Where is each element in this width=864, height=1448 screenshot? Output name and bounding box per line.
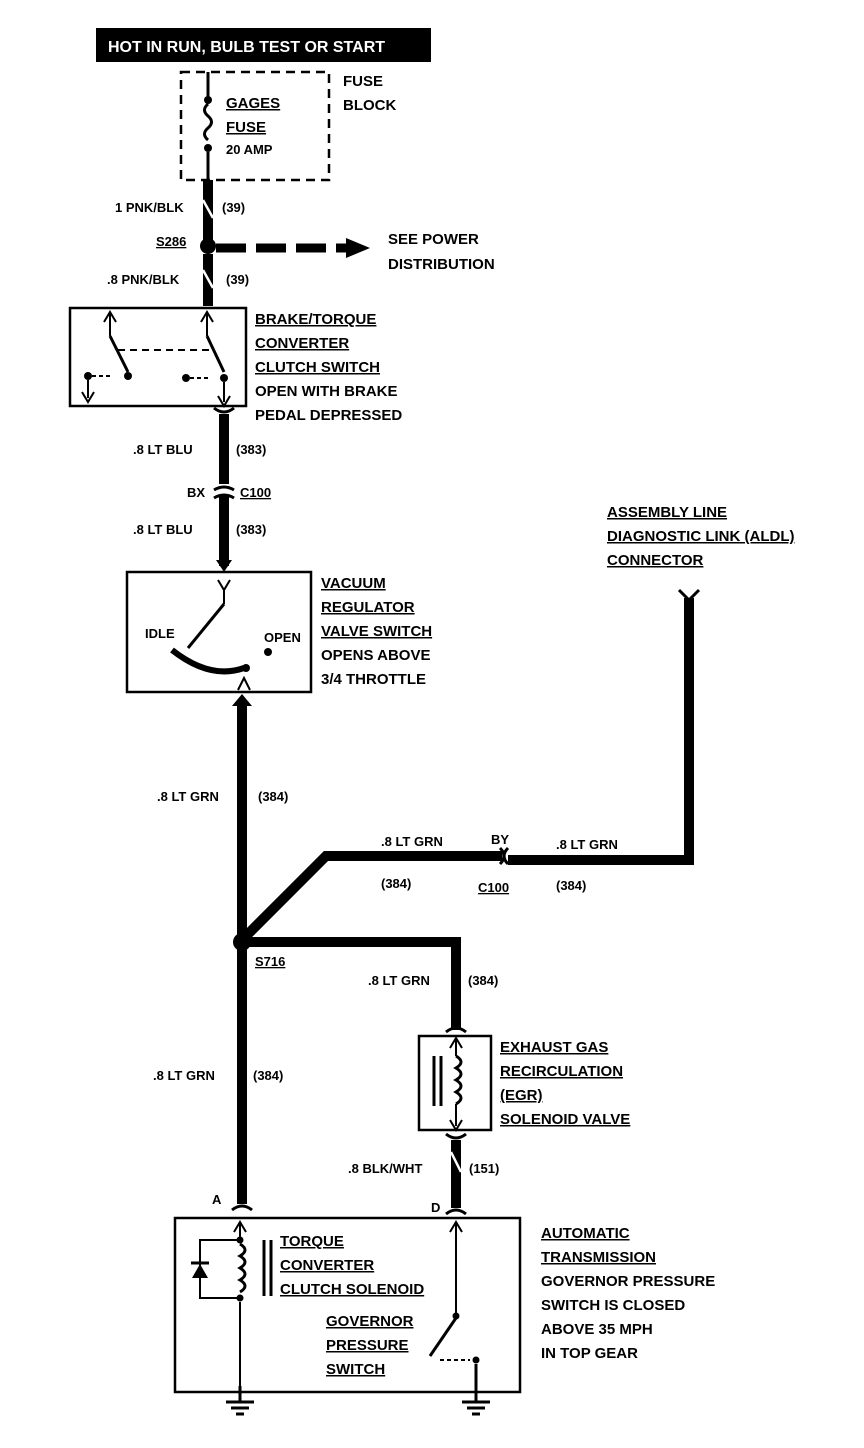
aldl-line1: ASSEMBLY LINE	[607, 504, 727, 521]
splice-s286: S286 SEE POWER DISTRIBUTION	[156, 231, 495, 273]
wire-pnk-blk-2: .8 PNK/BLK (39)	[107, 254, 249, 306]
diode-icon	[192, 1264, 208, 1278]
pin-d-label: D	[431, 1200, 440, 1215]
wire-circuit-10: (151)	[469, 1161, 499, 1176]
fuse-block-label-line1: FUSE	[343, 73, 383, 90]
egr-line1: EXHAUST GAS	[500, 1039, 608, 1056]
solenoid-line1: TORQUE	[280, 1233, 344, 1250]
egr-line4: SOLENOID VALVE	[500, 1111, 630, 1128]
vacuum-switch-line1: VACUUM	[321, 575, 386, 592]
governor-switch-blade	[428, 1317, 458, 1357]
vacuum-switch-line2: REGULATOR	[321, 599, 415, 616]
fuse-rating: 20 AMP	[226, 142, 273, 157]
wire-circuit-9: (384)	[468, 973, 498, 988]
egr-coil	[453, 1054, 463, 1106]
transmission-desc-line1: AUTOMATIC	[541, 1225, 630, 1242]
aldl-connector: ASSEMBLY LINE DIAGNOSTIC LINK (ALDL) CON…	[607, 504, 794, 603]
wire-label-2: .8 PNK/BLK	[107, 272, 180, 287]
wire-circuit-8: (384)	[253, 1068, 283, 1083]
wire-label-1: 1 PNK/BLK	[115, 200, 184, 215]
aldl-line2: DIAGNOSTIC LINK (ALDL)	[607, 528, 794, 545]
splice-dot-s716	[233, 933, 251, 951]
transmission-desc-line3: GOVERNOR PRESSURE	[541, 1273, 715, 1290]
wire-lt-grn-network: S716 .8 LT GRN (384) .8 LT GRN (384) BY …	[153, 598, 694, 1212]
wire-circuit-4: (383)	[236, 522, 266, 537]
fuse-block-outline	[179, 70, 331, 182]
governor-line1: GOVERNOR	[326, 1313, 414, 1330]
fuse-block-label-line2: BLOCK	[343, 97, 396, 114]
power-dist-line1: SEE POWER	[388, 231, 479, 248]
brake-switch-line4: OPEN WITH BRAKE	[255, 383, 398, 400]
fuse-symbol	[203, 102, 213, 142]
wire-label-10: .8 BLK/WHT	[348, 1161, 422, 1176]
splice-label-s286: S286	[156, 234, 186, 249]
connector-pin-bx: BX	[187, 485, 205, 500]
aldl-line3: CONNECTOR	[607, 552, 704, 569]
wire-circuit-3: (383)	[236, 442, 266, 457]
vacuum-switch-line4: OPENS ABOVE	[321, 647, 430, 664]
brake-switch-line2: CONVERTER	[255, 335, 349, 352]
transmission-desc-line6: IN TOP GEAR	[541, 1345, 638, 1362]
egr-line3: (EGR)	[500, 1087, 543, 1104]
wire-label-8: .8 LT GRN	[153, 1068, 215, 1083]
wire-circuit-5: (384)	[258, 789, 288, 804]
connector-c100-2: C100	[478, 880, 509, 895]
connector-c100-1: C100	[240, 485, 271, 500]
brake-switch: BRAKE/TORQUE CONVERTER CLUTCH SWITCH OPE…	[68, 306, 402, 424]
splice-dot-s286	[200, 238, 216, 254]
transmission-desc-line4: SWITCH IS CLOSED	[541, 1297, 685, 1314]
fuse-block: GAGES FUSE 20 AMP FUSE BLOCK	[179, 70, 396, 182]
wire-label-6: .8 LT GRN	[381, 834, 443, 849]
wire-pnk-blk-1: 1 PNK/BLK (39)	[115, 180, 245, 246]
vacuum-switch: IDLE OPEN VACUUM REGULATOR VALVE SWITCH …	[125, 570, 432, 694]
egr-line2: RECIRCULATION	[500, 1063, 623, 1080]
egr-solenoid-valve: EXHAUST GAS RECIRCULATION (EGR) SOLENOID…	[417, 1034, 630, 1132]
vacuum-idle-label: IDLE	[145, 626, 175, 641]
wire-blk-wht: .8 BLK/WHT (151)	[348, 1132, 499, 1216]
wire-label-3: .8 LT BLU	[133, 442, 193, 457]
transmission-desc-line5: ABOVE 35 MPH	[541, 1321, 653, 1338]
wire-circuit-6: (384)	[381, 876, 411, 891]
vacuum-switch-arc	[170, 647, 245, 675]
transmission-box	[173, 1216, 522, 1394]
wire-circuit-2: (39)	[226, 272, 249, 287]
header-title: HOT IN RUN, BULB TEST OR START	[108, 39, 385, 56]
clutch-solenoid-coil	[237, 1242, 247, 1294]
fuse-name-line2: FUSE	[226, 119, 266, 136]
brake-switch-box	[68, 306, 248, 408]
vacuum-switch-line3: VALVE SWITCH	[321, 623, 432, 640]
brake-switch-line1: BRAKE/TORQUE	[255, 311, 376, 328]
splice-label-s716: S716	[255, 954, 285, 969]
transmission-desc-line2: TRANSMISSION	[541, 1249, 656, 1266]
vacuum-open-label: OPEN	[264, 630, 301, 645]
wire-lt-blu: .8 LT BLU (383) BX C100 .8 LT BLU (383)	[133, 406, 271, 572]
vacuum-switch-line5: 3/4 THROTTLE	[321, 671, 426, 688]
power-dist-line2: DISTRIBUTION	[388, 256, 495, 273]
solenoid-line2: CONVERTER	[280, 1257, 374, 1274]
wire-label-4: .8 LT BLU	[133, 522, 193, 537]
brake-switch-line3: CLUTCH SWITCH	[255, 359, 380, 376]
solenoid-line3: CLUTCH SOLENOID	[280, 1281, 424, 1298]
automatic-transmission: A D TORQUE CONVERTER CLUTCH SOLENO	[173, 1192, 715, 1416]
header-banner: HOT IN RUN, BULB TEST OR START	[96, 28, 431, 62]
pin-a-label: A	[212, 1192, 222, 1207]
wire-label-7: .8 LT GRN	[556, 837, 618, 852]
wire-circuit-7: (384)	[556, 878, 586, 893]
arrow-power-distribution	[346, 238, 370, 258]
governor-line3: SWITCH	[326, 1361, 385, 1378]
governor-line2: PRESSURE	[326, 1337, 409, 1354]
wire-label-5: .8 LT GRN	[157, 789, 219, 804]
wire-label-9: .8 LT GRN	[368, 973, 430, 988]
brake-switch-line5: PEDAL DEPRESSED	[255, 407, 402, 424]
wire-circuit-1: (39)	[222, 200, 245, 215]
connector-pin-by: BY	[491, 832, 509, 847]
fuse-name-line1: GAGES	[226, 95, 280, 112]
